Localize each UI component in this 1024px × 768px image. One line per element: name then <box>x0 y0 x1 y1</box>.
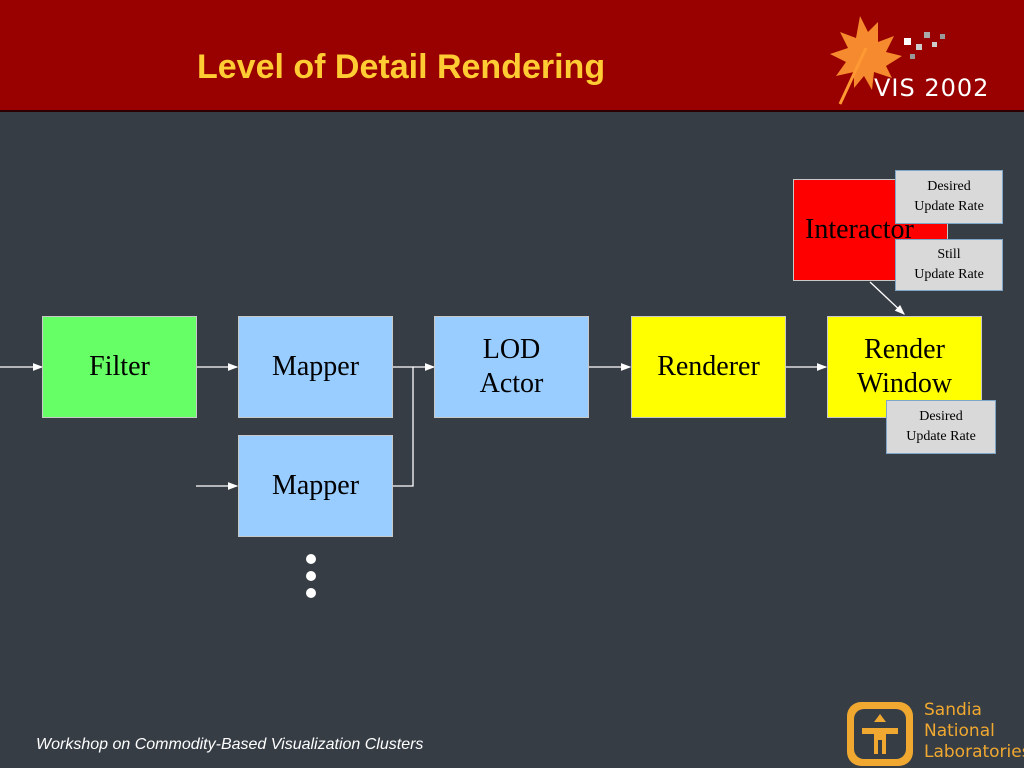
lod-actor-node: LOD Actor <box>434 316 589 418</box>
renderer-node: Renderer <box>631 316 786 418</box>
mapper-label: Mapper <box>271 470 360 502</box>
note-line1: Desired <box>919 409 963 425</box>
render-window-label-line2: Window <box>856 368 953 399</box>
sandia-logo-text: Sandia National Laboratories <box>924 700 1024 763</box>
desired-update-rate-note-window: Desired Update Rate <box>886 400 996 454</box>
filter-label: Filter <box>89 351 150 383</box>
note-line2: Update Rate <box>906 429 976 444</box>
desired-update-rate-note-interactor: Desired Update Rate <box>895 170 1003 224</box>
still-update-rate-note: Still Update Rate <box>895 239 1003 291</box>
mapper-node-1: Mapper <box>238 316 393 418</box>
footer-text: Workshop on Commodity-Based Visualizatio… <box>36 736 424 753</box>
header-bar: Level of Detail Rendering VIS 2002 <box>0 0 1024 112</box>
note-line1: Desired <box>927 179 971 195</box>
mapper-label: Mapper <box>271 351 360 383</box>
note-line2: Update Rate <box>914 267 984 282</box>
sandia-line1: Sandia <box>924 700 982 720</box>
note-line2: Update Rate <box>914 199 984 214</box>
render-window-label-line1: Render <box>864 334 945 366</box>
mapper-node-2: Mapper <box>238 435 393 537</box>
sandia-thunderbird-logo-icon <box>847 702 913 766</box>
lod-actor-label-line1: LOD <box>482 334 541 366</box>
lod-actor-label-line2: Actor <box>479 368 544 399</box>
filter-node: Filter <box>42 316 197 418</box>
vis-maple-leaf-logo-icon <box>830 16 945 105</box>
sandia-line3: Laboratories <box>924 742 1024 762</box>
sandia-line2: National <box>924 721 995 741</box>
vis-2002-logo-text: VIS 2002 <box>874 74 990 102</box>
note-line1: Still <box>937 247 961 263</box>
slide-title: Level of Detail Rendering <box>197 48 606 86</box>
renderer-label: Renderer <box>657 351 760 383</box>
